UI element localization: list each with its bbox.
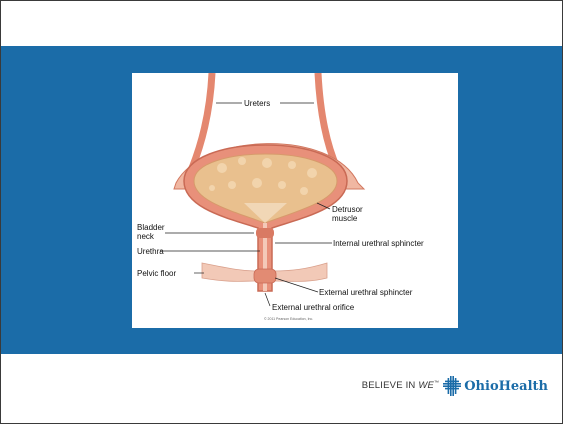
pelvic-floor-left	[202, 263, 257, 281]
label-bladder-neck: Bladder neck	[137, 223, 165, 241]
tagline-we: WE	[418, 381, 434, 392]
pelvic-floor-right	[273, 263, 327, 281]
ohiohealth-cross-icon	[443, 376, 461, 396]
ohiohealth-logo: BELIEVE IN WE™ OhioHealth	[362, 376, 548, 396]
label-internal-urethral-sphincter: Internal urethral sphincter	[333, 239, 424, 248]
label-detrusor-muscle: Detrusor muscle	[332, 205, 363, 223]
footer: BELIEVE IN WE™ OhioHealth	[1, 354, 562, 423]
tagline: BELIEVE IN WE™	[362, 380, 440, 391]
label-external-urethral-sphincter: External urethral sphincter	[319, 288, 412, 297]
tagline-tm: ™	[434, 380, 439, 386]
brand-name: OhioHealth	[464, 379, 548, 394]
label-pelvic-floor: Pelvic floor	[137, 269, 176, 278]
internal-sphincter	[256, 228, 274, 238]
label-ureters: Ureters	[244, 99, 270, 108]
external-sphincter	[254, 269, 276, 283]
tagline-prefix: BELIEVE IN	[362, 381, 416, 392]
label-external-urethral-orifice: External urethral orifice	[272, 303, 354, 312]
bladder-anatomy-figure: Ureters Detrusor muscle Bladder neck Ure…	[132, 73, 458, 328]
label-urethra: Urethra	[137, 247, 164, 256]
figure-copyright: © 2011 Pearson Education, Inc.	[264, 317, 313, 321]
